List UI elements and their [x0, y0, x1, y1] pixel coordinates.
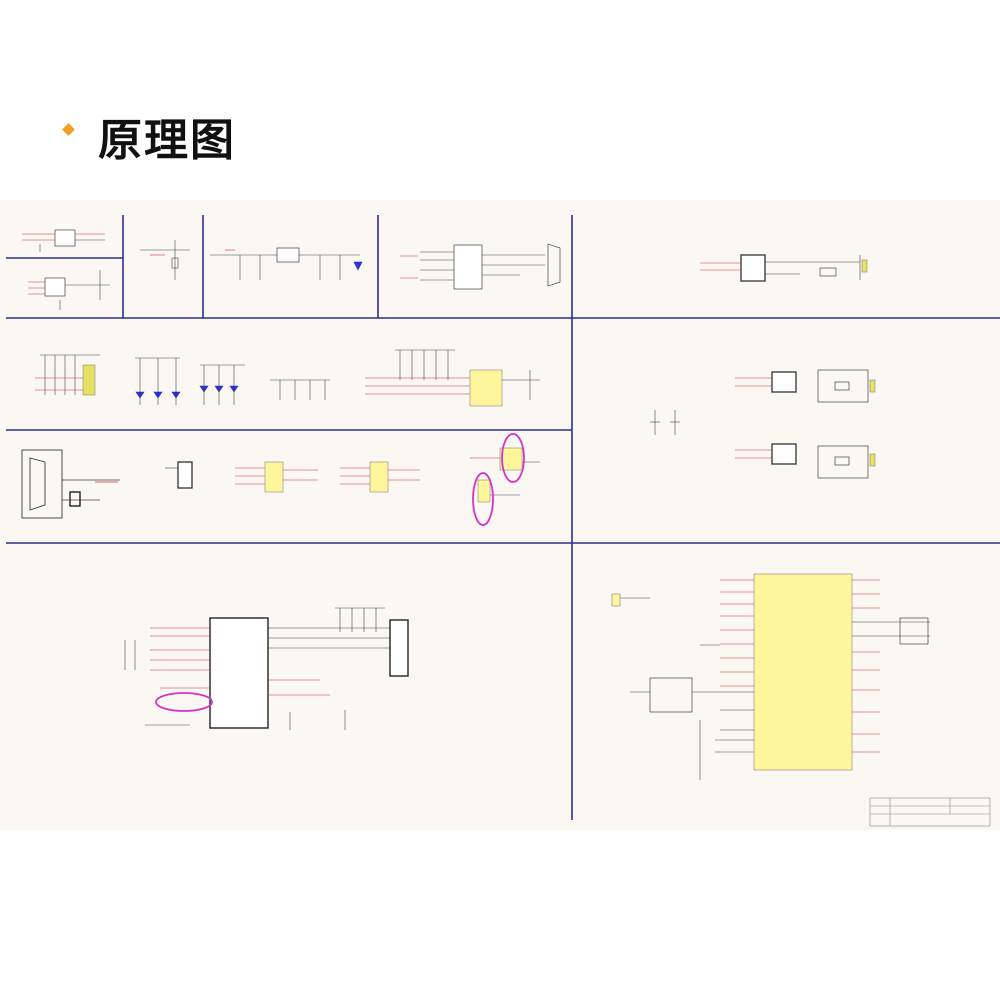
block-highlighted-pins — [470, 447, 540, 503]
block-led-array — [35, 354, 100, 396]
title-block — [869, 797, 991, 827]
block-connector-mcu — [335, 607, 409, 677]
block-relay-1 — [735, 369, 876, 403]
highlight-circles-row3 — [472, 433, 525, 526]
block-header-row-2 — [340, 461, 420, 493]
slide-title: 原理图 — [98, 115, 236, 166]
block-connector-yellow — [365, 349, 540, 407]
block-usb-connector — [21, 449, 120, 519]
block-serial-interface — [400, 243, 561, 290]
block-leds-blue — [199, 364, 245, 405]
section-dividers — [6, 215, 1000, 820]
block-buttons — [135, 357, 181, 405]
block-reset — [140, 240, 190, 280]
block-capacitors — [270, 379, 330, 400]
title-bullet-icon — [62, 123, 75, 136]
block-mcu-main — [611, 573, 930, 780]
schematic-diagram — [0, 200, 1000, 830]
block-top-right-ic — [700, 254, 868, 282]
block-relay-2 — [735, 443, 876, 479]
block-regulator-small — [28, 270, 110, 310]
block-header-row-1 — [235, 461, 318, 493]
block-caps-right — [650, 410, 680, 435]
highlight-circle-mcu — [155, 692, 213, 712]
block-header-small — [165, 461, 193, 489]
block-mcu-left — [124, 617, 390, 730]
block-power-supply — [210, 247, 363, 280]
block-eeprom — [22, 229, 105, 252]
